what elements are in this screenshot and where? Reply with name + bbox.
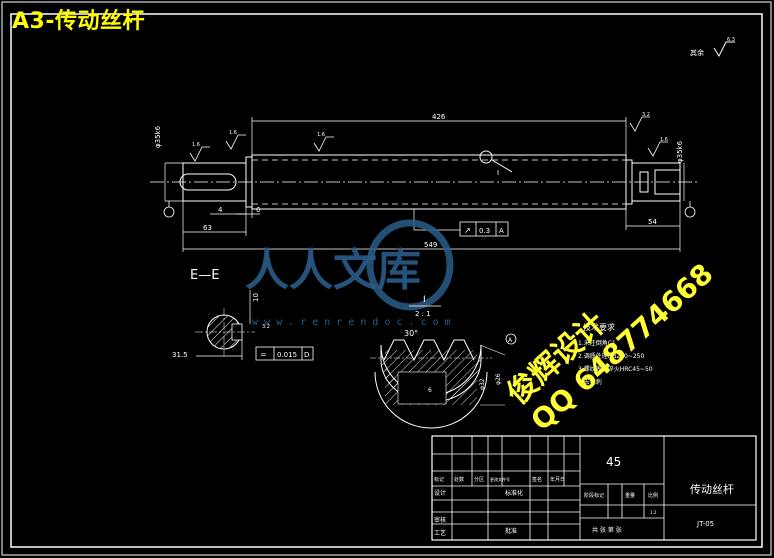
scale-value: 1:2 xyxy=(650,510,657,515)
section-dim-width: 10 xyxy=(252,293,260,302)
dimension-texts: 426 549 63 54 4 6 φ35k6 φ35k6 I xyxy=(154,113,684,249)
shaft-main-view xyxy=(150,150,700,210)
approve-label: 批准 xyxy=(505,527,517,535)
tolerance-frame-main: ↗ 0.3 A xyxy=(459,221,509,237)
logo-text: 人人文库 xyxy=(245,245,421,296)
tech-item-3: 3.螺纹表面淬火HRC45~50 xyxy=(578,365,653,373)
detail-view-i: I 2 : 1 30° 6 φ32 φ26 A xyxy=(370,295,517,429)
ra-corner: 3.2 xyxy=(642,112,650,118)
ra-body: 1.6 xyxy=(229,130,237,136)
section-tol-datum: D xyxy=(304,351,309,359)
dim-step-b: 6 xyxy=(256,206,261,214)
dim-left: 63 xyxy=(203,224,212,232)
title-part-name: 传动丝杆 xyxy=(690,482,734,496)
detail-dim1: 6 xyxy=(428,387,432,394)
tech-item-4: 4.去毛刺 xyxy=(578,378,602,386)
hdr-cell-5: 年月日 xyxy=(550,476,565,483)
dim-right: 54 xyxy=(648,218,657,226)
right-diameter: φ35k6 xyxy=(676,140,684,163)
scale-label: 比例 xyxy=(648,492,658,499)
sheets-label: 共 张 第 张 xyxy=(592,526,622,534)
detail-angle: 30° xyxy=(404,329,418,338)
other-surfaces-label: 其余 xyxy=(690,48,704,57)
tech-heading: 技术要求 xyxy=(583,322,615,332)
detail-ref-label: I xyxy=(497,169,499,177)
section-ee: E—E 31.5 10 3.2 = 0.015 D xyxy=(172,268,314,361)
hdr-cell-4: 签名 xyxy=(532,476,542,483)
datum-markers xyxy=(163,201,696,218)
detail-label: I xyxy=(423,295,426,305)
tol-datum: A xyxy=(499,227,504,235)
title-block xyxy=(431,435,757,541)
ra-right: 1.6 xyxy=(660,137,668,143)
stage-label: 阶段标记 xyxy=(584,492,604,499)
detail-scale: 2 : 1 xyxy=(415,310,431,318)
section-tol-value: 0.015 xyxy=(277,351,297,359)
detail-datum: A xyxy=(508,337,513,344)
other-roughness: 其余 6.3 xyxy=(690,37,735,58)
tech-requirements: 技术要求 1.未注倒角C1 2.调质处理HB220~250 3.螺纹表面淬火HR… xyxy=(578,322,653,386)
hdr-cell-3: 更改文件号 xyxy=(490,476,510,482)
dimensions xyxy=(164,117,685,252)
detail-dim2: φ32 xyxy=(479,378,486,390)
hdr-cell-0: 标记 xyxy=(434,476,444,483)
hdr-cell-1: 处数 xyxy=(454,476,464,483)
section-dim-depth: 31.5 xyxy=(172,351,188,359)
dim-step-a: 4 xyxy=(218,206,223,214)
logo-url: w w w . r e n r e n d o c . c o m xyxy=(252,317,451,328)
ra-top: 1.6 xyxy=(317,132,325,138)
hdr-cell-2: 分区 xyxy=(474,476,484,483)
tech-item-1: 1.未注倒角C1 xyxy=(578,339,616,347)
ra-left: 1.6 xyxy=(192,142,200,148)
row-label-review: 审核 xyxy=(434,516,446,524)
other-surfaces-ra: 6.3 xyxy=(727,37,735,43)
section-tol-symbol: = xyxy=(260,350,267,359)
std-label: 标准化 xyxy=(505,489,523,497)
dim-body: 426 xyxy=(432,113,446,121)
roughness-marks xyxy=(189,116,668,162)
tol-symbol: ↗ xyxy=(464,226,471,235)
row-label-design: 设计 xyxy=(434,489,446,497)
tech-item-2: 2.调质处理HB220~250 xyxy=(578,352,644,360)
renrendoc-logo: 人人文库 w w w . r e n r e n d o c . c o m xyxy=(245,219,454,328)
dim-total: 549 xyxy=(424,241,437,249)
left-diameter: φ35k6 xyxy=(154,125,162,148)
tol-value: 0.3 xyxy=(479,227,490,235)
section-label: E—E xyxy=(190,268,219,283)
title-material: 45 xyxy=(606,455,621,469)
inner-border xyxy=(10,13,763,548)
title-drawing-no: JT-05 xyxy=(696,520,714,528)
page-title: A3-传动丝杆 xyxy=(12,9,145,34)
row-label-process: 工艺 xyxy=(434,529,446,537)
section-ra: 3.2 xyxy=(262,324,270,330)
weight-label: 重量 xyxy=(625,492,635,499)
detail-dim3: φ26 xyxy=(495,373,502,385)
